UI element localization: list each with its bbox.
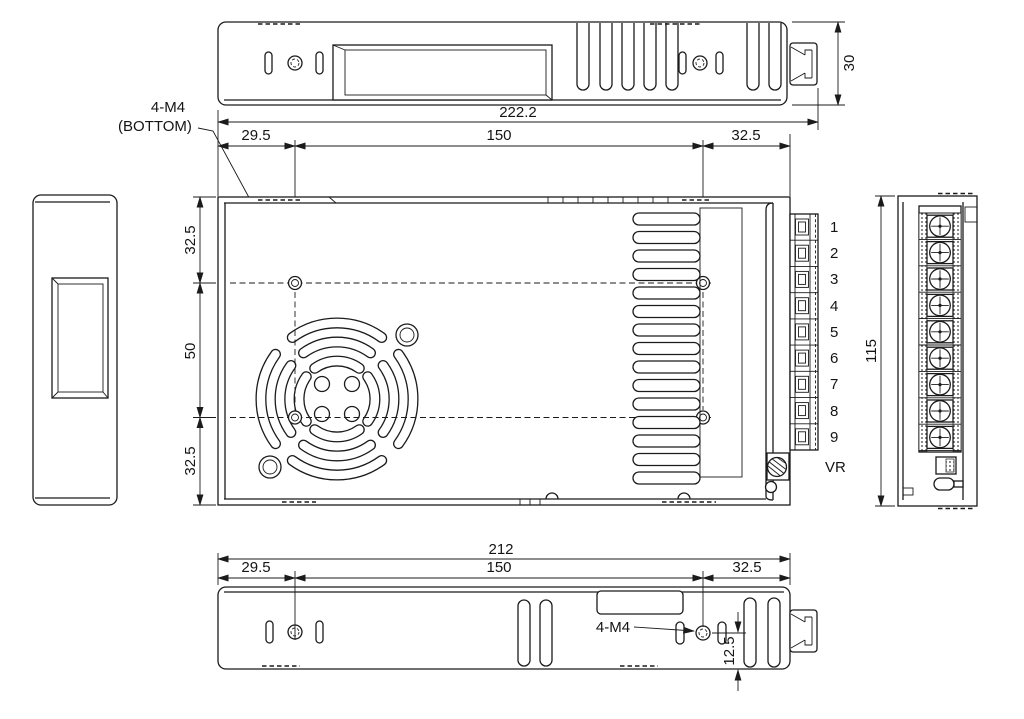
fan-guard [255,317,419,481]
dimension-top-length-row: 222.2 29.5 150 32.5 [217,88,819,290]
dimension-top-view-height: 30 [792,21,858,106]
top-view [217,21,818,106]
terminal-number-3: 3 [830,271,838,288]
mounting-holes [230,275,714,425]
top-view-screw-right [678,51,724,75]
dim-32-5-label: 32.5 [731,127,760,144]
side-view-window [51,277,109,399]
mounting-note-line2: (BOTTOM) [118,118,192,135]
mounting-note-line1: 4-M4 [151,99,185,116]
louver-vents [632,207,743,485]
top-view-vents-right [746,23,782,91]
end-view-switch [935,456,957,475]
bottom-view [217,586,818,670]
mounting-note: 4-M4 (BOTTOM) [118,99,293,278]
terminal-labels: 1 2 3 4 5 6 7 8 9 VR [825,219,846,476]
dim-115-label: 115 [863,339,880,363]
dim-30-label: 30 [841,55,858,72]
terminal-number-6: 6 [830,350,838,367]
terminal-block-front [789,213,819,451]
dim-12-5-label: 12.5 [721,636,738,665]
vr-label: VR [825,459,846,476]
dim-side-top-label: 32.5 [182,225,199,254]
dim-29-5-label: 29.5 [241,127,270,144]
dim-side-mid-label: 50 [182,343,199,360]
terminal-number-2: 2 [830,245,838,262]
terminal-number-9: 9 [830,429,838,446]
dim-bottom-29-5-label: 29.5 [241,559,270,576]
fan-screw-top-right [395,323,419,347]
dim-bottom-150-label: 150 [486,559,511,576]
dim-side-bottom-label: 32.5 [182,446,199,475]
bottom-view-label-plate [596,590,684,615]
top-view-rail-clip [789,42,818,86]
terminal-strip-end [918,205,962,453]
bottom-view-vents-right [743,597,781,668]
terminal-number-1: 1 [830,219,838,236]
dimension-end-height: 115 [863,195,895,507]
end-view-pot-side [933,477,964,491]
end-view [897,192,978,510]
dim-212-label: 212 [488,541,513,558]
bottom-view-screw-left [265,620,324,644]
terminal-number-8: 8 [830,403,838,420]
dim-bottom-32-5-label: 32.5 [732,559,761,576]
terminal-number-4: 4 [830,298,838,315]
dim-150-label: 150 [486,127,511,144]
fan-screw-bottom-left [258,455,282,479]
dimension-bottom-rows: 212 29.5 150 32.5 [217,541,791,640]
bottom-view-vents-middle [517,599,553,667]
dimension-front-left-chain: 32.5 50 32.5 [182,196,216,506]
top-view-screw-left [264,51,324,75]
front-view: 1 2 3 4 5 6 7 8 9 VR [217,196,846,506]
bottom-mounting-note-label: 4-M4 [596,619,630,636]
dim-222-label: 222.2 [499,104,537,121]
top-view-label-plate [332,44,553,101]
bottom-mounting-note: 4-M4 [596,619,695,636]
terminal-number-5: 5 [830,324,838,341]
bottom-view-screw-right [675,621,727,645]
terminal-number-7: 7 [830,376,838,393]
side-view-left [32,194,118,506]
bottom-view-rail-clip [789,609,818,653]
vr-potentiometer [764,452,790,494]
top-view-vents-left [576,23,679,91]
terminal-screws [926,214,954,450]
dimension-hole-to-edge: 12.5 [712,612,746,691]
